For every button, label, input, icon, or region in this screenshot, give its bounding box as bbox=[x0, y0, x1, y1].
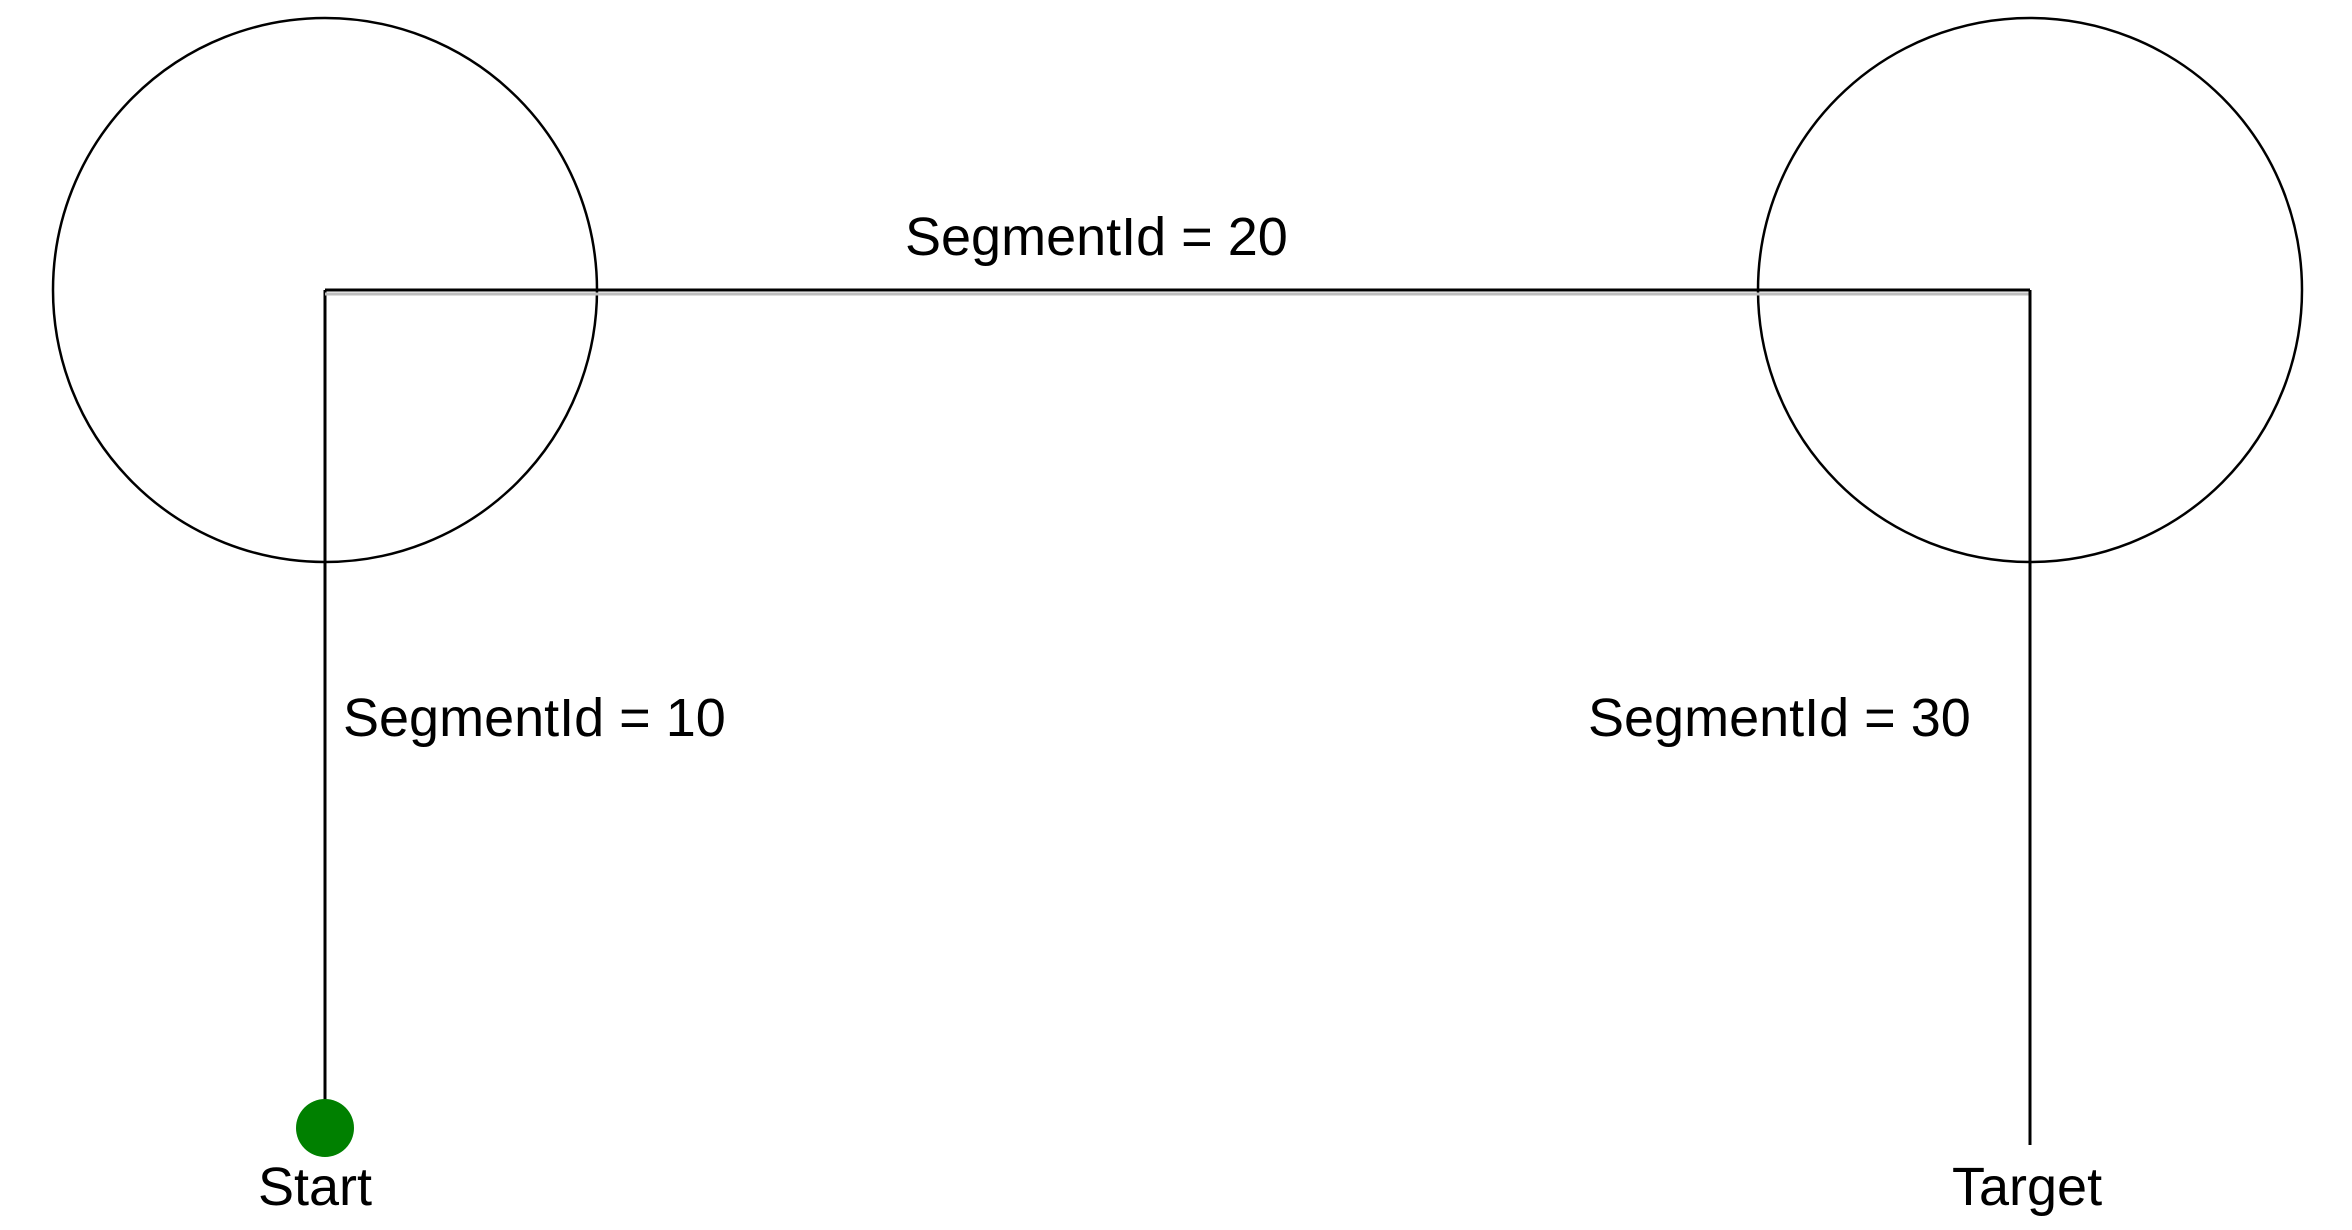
target-label: Target bbox=[1952, 1157, 2102, 1217]
segment-30-label: SegmentId = 30 bbox=[1588, 688, 1971, 748]
start-marker bbox=[296, 1099, 354, 1157]
segment-20-label: SegmentId = 20 bbox=[905, 207, 1288, 267]
start-label: Start bbox=[258, 1157, 372, 1217]
segment-10-label: SegmentId = 10 bbox=[343, 688, 726, 748]
